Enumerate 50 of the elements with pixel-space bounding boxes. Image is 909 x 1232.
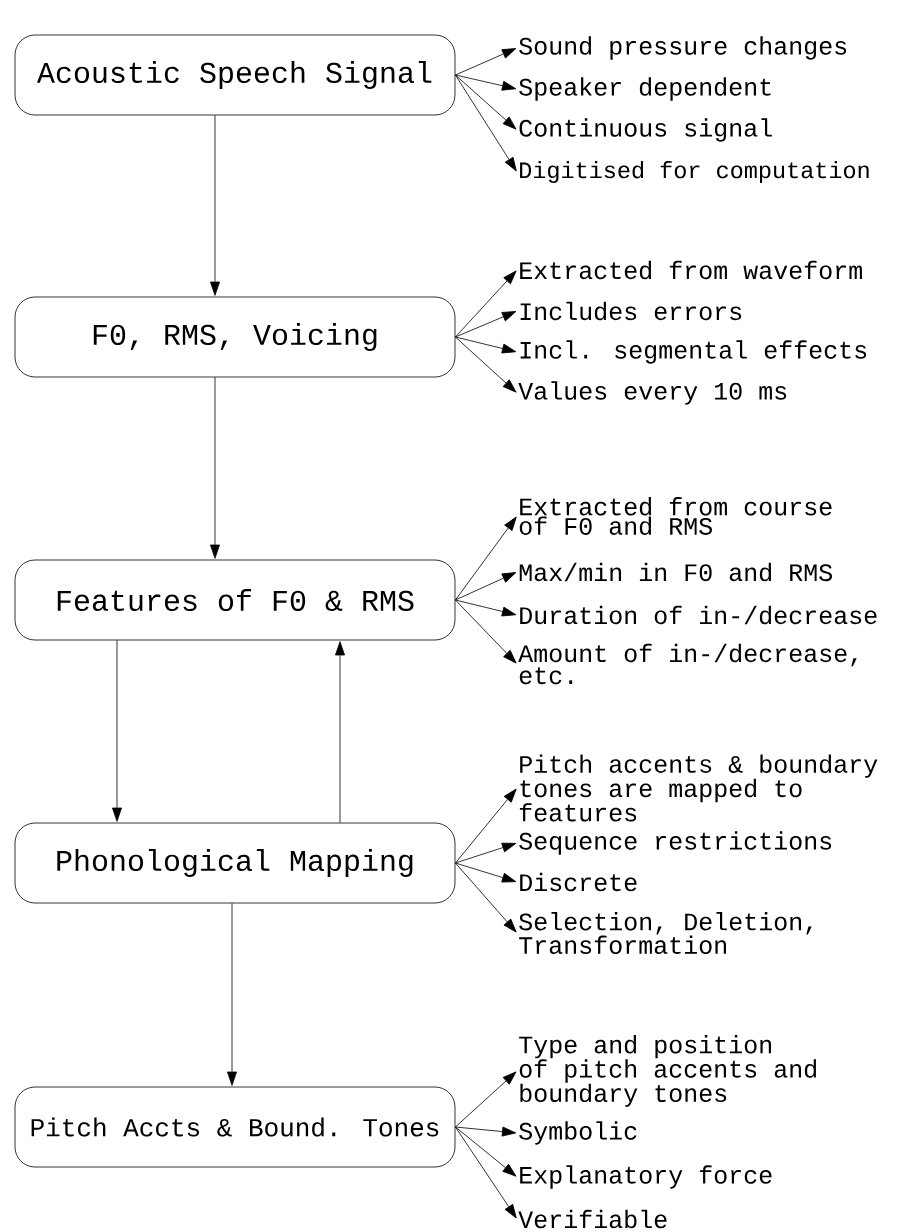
arrow	[455, 572, 517, 601]
arrow	[455, 516, 517, 601]
arrow	[455, 862, 517, 933]
note-text: Discrete	[520, 872, 637, 892]
note-text: Continuous signal	[519, 118, 772, 142]
arrow	[455, 862, 517, 883]
arrow	[455, 1126, 517, 1219]
note-text: Sequence restrictions	[519, 831, 832, 855]
note-text: Digitised for computation	[520, 161, 869, 183]
note-text: Symbolic	[519, 1121, 637, 1145]
note-text: Max/min in F0 and RMS	[519, 562, 832, 582]
arrow	[335, 641, 345, 823]
note-text: Amount of in-/decrease, etc.	[518, 643, 857, 685]
arrow	[455, 48, 517, 76]
note-text: Includes errors	[520, 301, 742, 321]
arrow	[455, 1071, 517, 1128]
arrow	[455, 336, 517, 354]
arrow	[210, 115, 220, 296]
arrow	[227, 903, 237, 1086]
arrow	[455, 270, 517, 338]
note-text: Extracted from waveform	[520, 260, 862, 280]
note-text: Incl. segmental effects	[520, 340, 867, 364]
process-box: Pitch Accts & Bound. Tones	[14, 1086, 456, 1168]
note-text: Pitch accents & boundary tones are mapped to features	[519, 754, 878, 822]
note-text: Speaker dependent	[519, 77, 771, 101]
arrow	[455, 1126, 517, 1137]
process-box: Features of F0 & RMS	[14, 559, 456, 641]
arrow	[455, 788, 517, 864]
arrow	[455, 336, 517, 393]
note-text: Sound pressure changes	[519, 36, 847, 60]
note-text: Selection, Deletion, Transformation	[519, 912, 812, 954]
process-box: F0, RMS, Voicing	[14, 296, 456, 378]
process-box: Phonological Mapping	[14, 822, 456, 904]
note-text: Duration of in-/decrease	[520, 605, 877, 625]
arrow	[455, 74, 517, 130]
note-text: Explanatory force	[520, 1165, 772, 1189]
note-text: Verifiable	[518, 1209, 667, 1229]
arrow	[112, 640, 122, 822]
note-text: Extracted from course of F0 and RMS	[519, 497, 832, 535]
arrow	[455, 599, 517, 617]
arrow	[455, 311, 517, 338]
arrow	[210, 377, 220, 559]
note-text: Type and position of pitch accents and boundary tones	[519, 1035, 816, 1107]
note-text: Values every 10 ms	[518, 381, 787, 405]
arrow	[455, 1126, 517, 1177]
process-box: Acoustic Speech Signal	[14, 34, 456, 116]
arrow	[455, 74, 517, 91]
arrow	[455, 74, 517, 172]
arrow	[455, 599, 517, 664]
arrow	[455, 842, 517, 864]
